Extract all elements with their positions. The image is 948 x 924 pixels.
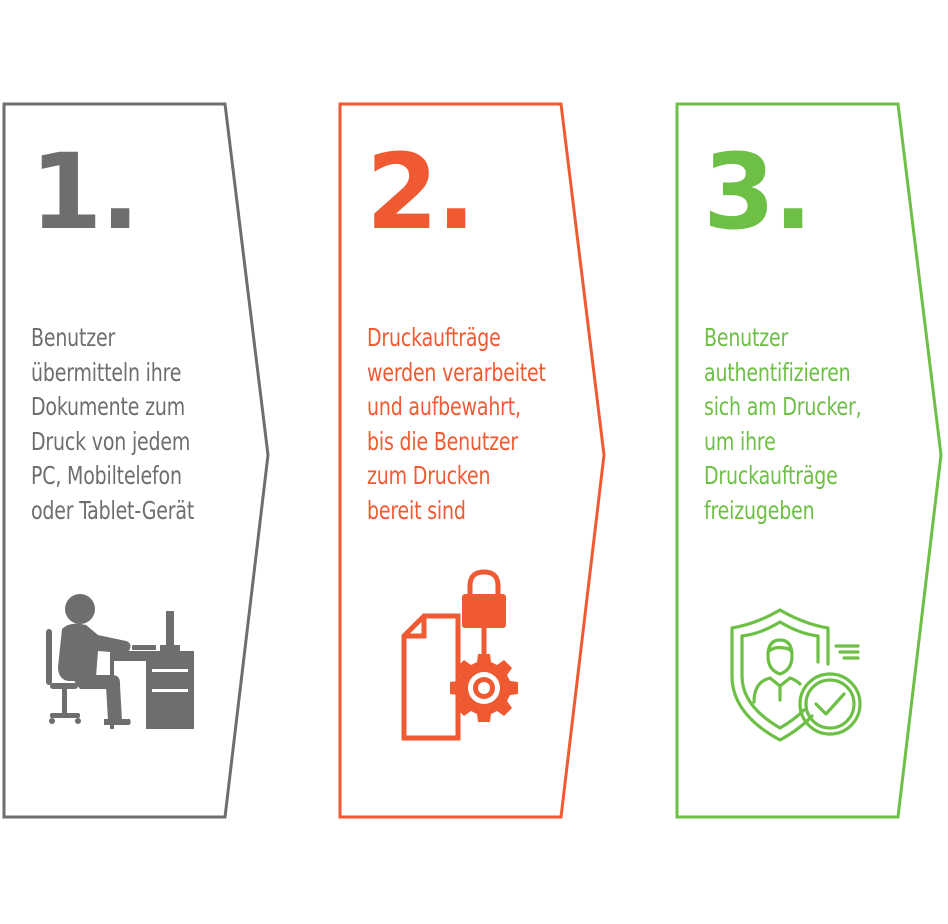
step-2-number: 2.	[366, 131, 476, 253]
step-3-chevron	[675, 102, 943, 819]
step-1-description: Benutzer übermitteln ihre Dokumente zum …	[31, 323, 195, 525]
step-1-chevron	[2, 102, 270, 819]
shield-user-check-icon	[730, 608, 862, 742]
person-at-desk-icon	[46, 594, 194, 729]
locked-document-gear-icon	[401, 569, 518, 741]
step-3-description: Benutzer authentifizieren sich am Drucke…	[704, 323, 862, 525]
step-2-chevron	[338, 102, 606, 819]
step-1-number: 1.	[30, 131, 140, 253]
step-2-description: Druckaufträge werden verarbeitet und auf…	[367, 323, 546, 525]
step-3-number: 3.	[703, 131, 813, 253]
